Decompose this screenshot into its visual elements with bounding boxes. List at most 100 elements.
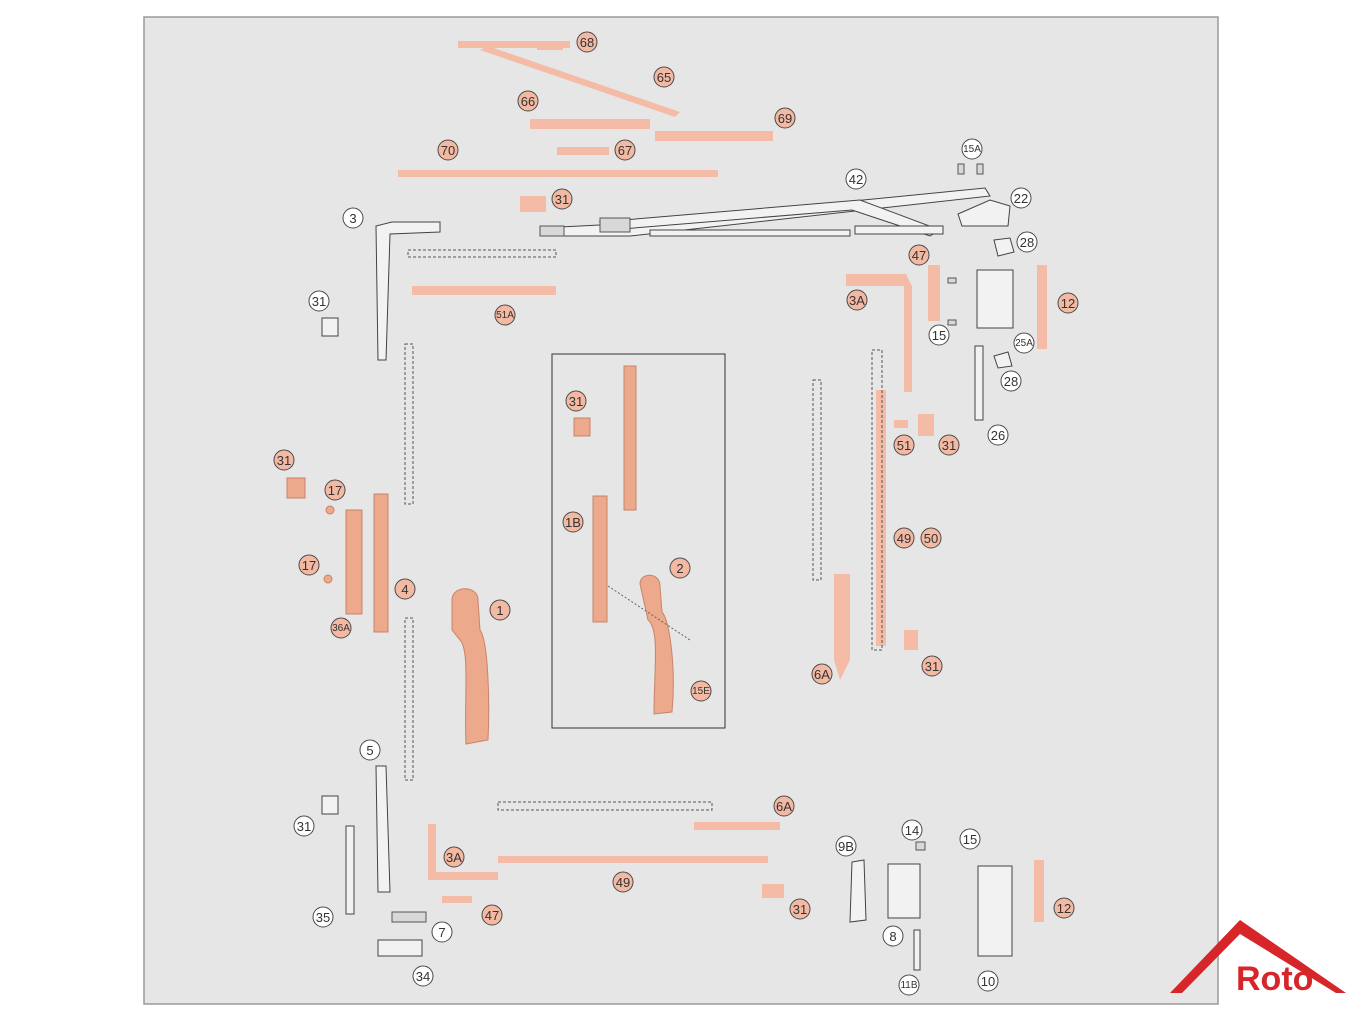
salmon-bar-49-bottom [498,856,768,863]
callout-label: 42 [849,172,863,187]
right-top-salmon [834,265,1047,680]
callout-label: 3 [349,211,356,226]
callout-label: 26 [991,428,1005,443]
callout-c15_a: 15 [928,324,950,346]
callout-c26: 26 [987,424,1009,446]
handle-1 [451,588,490,745]
callout-label: 49 [616,875,630,890]
callout-circle [835,835,857,857]
callout-circle [846,289,868,311]
callout-label: 34 [416,969,430,984]
callout-circle [789,898,811,920]
callout-circle [928,324,950,346]
callout-label: 65 [657,70,671,85]
callout-label: 17 [328,483,342,498]
callout-label: 69 [778,111,792,126]
callout-c10: 10 [977,970,999,992]
callout-label: 67 [618,143,632,158]
callout-circle [690,680,712,702]
callout-c66: 66 [517,90,539,112]
callout-circle [443,846,465,868]
callout-c31_g: 31 [293,815,315,837]
callout-circle [653,66,675,88]
callout-c6A_b: 6A [773,795,795,817]
callout-label: 22 [1014,191,1028,206]
callout-c6A_a: 6A [811,663,833,685]
gearbox-4 [323,493,389,633]
callout-label: 6A [776,799,792,814]
rail-perforated-top [407,249,557,258]
lower-left-parts [345,765,427,957]
callout-circle [920,527,942,549]
callout-circle [893,527,915,549]
callout-c3A_a: 3A [846,289,868,311]
callout-label: 6A [814,667,830,682]
bracket-22 [957,199,1011,227]
callout-label: 31 [942,438,956,453]
salmon-bar-6A-bottom [694,822,780,830]
callout-c25A: 25A [1013,332,1035,354]
callout-circle [412,965,434,987]
callout-label: 50 [924,531,938,546]
callout-label: 31 [793,902,807,917]
callout-circle [908,244,930,266]
callout-c12_b: 12 [1053,897,1075,919]
callout-c47_a: 47 [908,244,930,266]
callout-circle [431,921,453,943]
callout-circle [977,970,999,992]
callout-c15A_top: 15A [961,138,983,160]
keeps-31-left [286,317,339,815]
callout-label: 3A [446,850,462,865]
callout-c31_f: 31 [921,655,943,677]
callout-circle [330,617,352,639]
block-28-top [993,237,1015,257]
top-salmon-bars [398,41,773,212]
callout-c22: 22 [1010,187,1032,209]
callout-circle [1057,292,1079,314]
callout-c14: 14 [901,819,923,841]
callout-circle [324,479,346,501]
callout-c12_a: 12 [1057,292,1079,314]
callout-c31_h: 31 [789,898,811,920]
callout-circle [882,925,904,947]
salmon-piece-47-bottom [442,896,472,903]
callout-label: 47 [485,908,499,923]
screws-15A [957,163,984,175]
callout-label: 8 [889,929,896,944]
callout-c15_b: 15 [959,828,981,850]
block-28-bottom [993,351,1013,369]
callout-circle [565,390,587,412]
callout-label: 31 [312,294,326,309]
callout-label: 47 [912,248,926,263]
callout-circle [481,904,503,926]
callout-c11B: 11B [898,974,920,996]
callout-circle [774,107,796,129]
callout-circle [342,207,364,229]
roto-roof-mark [1170,920,1346,993]
brand-name: Roto [1236,960,1313,998]
screws-15-right [947,277,957,326]
callout-c51: 51 [893,434,915,456]
callout-circle [551,188,573,210]
callout-c17_a: 17 [324,479,346,501]
callout-c50: 50 [920,527,942,549]
left-vertical-rail-top [404,343,414,505]
callout-label: 4 [401,582,408,597]
callout-circle [489,599,511,621]
callout-circle [898,974,920,996]
callout-label: 5 [366,743,373,758]
callout-c34: 34 [412,965,434,987]
callout-c36A: 36A [330,617,352,639]
callout-c4: 4 [394,578,416,600]
callout-c47_b: 47 [481,904,503,926]
callout-label: 68 [580,35,594,50]
callout-c35: 35 [312,906,334,928]
bottom-perforated-bar [497,801,713,811]
callout-circle [298,554,320,576]
callout-label: 3A [849,293,865,308]
callout-label: 49 [897,531,911,546]
callout-c31_a: 31 [551,188,573,210]
callout-label: 7 [438,925,445,940]
callout-circle [494,304,516,326]
callout-circle [959,828,981,850]
